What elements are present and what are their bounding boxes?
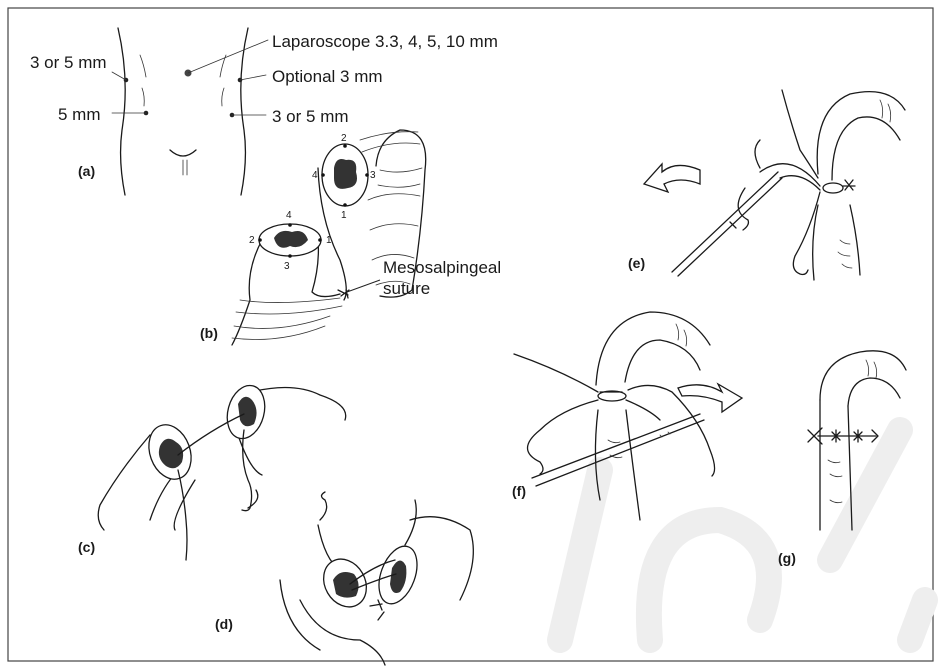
label-optional-port: Optional 3 mm xyxy=(272,67,383,86)
panel-label-b: (b) xyxy=(200,325,218,341)
suture-point-1-lower: 1 xyxy=(326,235,332,246)
panel-label-f: (f) xyxy=(512,483,526,499)
watermark xyxy=(560,430,925,640)
suture-point-4-lower: 4 xyxy=(286,210,292,221)
suture-point-2-lower: 2 xyxy=(249,235,255,246)
suture-point-1-upper: 1 xyxy=(341,210,347,221)
suture-point-4-upper: 4 xyxy=(312,170,318,181)
panel-a-abdomen xyxy=(112,28,268,195)
label-lower-left-port: 5 mm xyxy=(58,105,101,124)
panel-label-c: (c) xyxy=(78,539,95,555)
label-mesosalpingeal: Mesosalpingeal xyxy=(383,258,501,277)
panel-label-d: (d) xyxy=(215,616,233,632)
label-suture: suture xyxy=(383,279,430,298)
suture-point-3-upper: 3 xyxy=(370,170,376,181)
suture-point-3-lower: 3 xyxy=(284,261,290,272)
suture-point-2-upper: 2 xyxy=(341,133,347,144)
panel-e-suturing xyxy=(644,90,905,280)
label-upper-left-port: 3 or 5 mm xyxy=(30,53,107,72)
panel-label-g: (g) xyxy=(778,550,796,566)
label-laparoscope: Laparoscope 3.3, 4, 5, 10 mm xyxy=(272,32,498,51)
panel-label-a: (a) xyxy=(78,163,95,179)
panel-label-e: (e) xyxy=(628,255,645,271)
panel-f-suturing xyxy=(514,312,742,520)
panel-d-approximation xyxy=(280,492,473,665)
panel-c-stumps xyxy=(98,381,346,560)
label-lower-right-port: 3 or 5 mm xyxy=(272,107,349,126)
